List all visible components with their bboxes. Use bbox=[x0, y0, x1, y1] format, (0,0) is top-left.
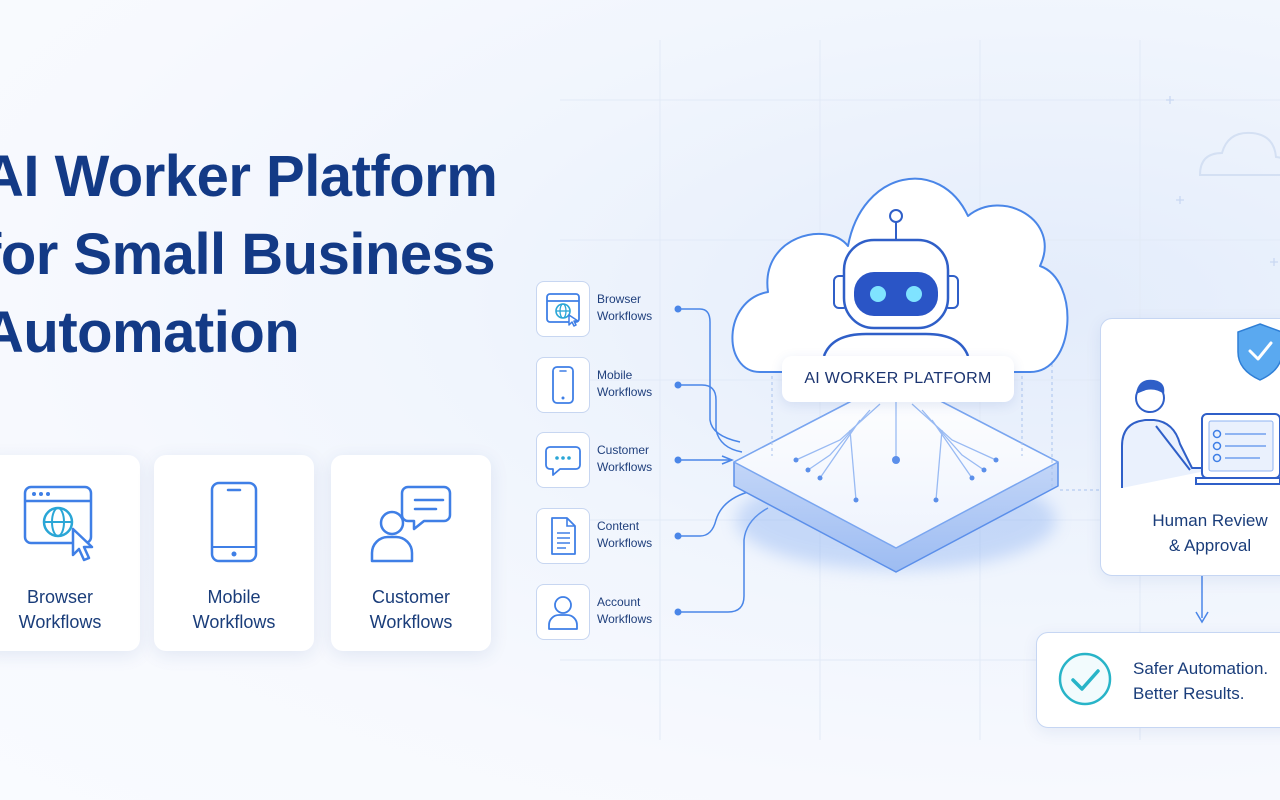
document-icon bbox=[551, 517, 576, 555]
headline-line-3: Automation bbox=[0, 300, 300, 365]
smartphone-icon bbox=[210, 481, 258, 563]
headline: AI Worker Platform for Small Business Au… bbox=[0, 138, 622, 372]
platform-label: AI WORKER PLATFORM bbox=[782, 356, 1014, 402]
robot-icon bbox=[822, 209, 970, 357]
smartphone-icon bbox=[552, 366, 574, 404]
chat-bubble-icon bbox=[545, 446, 581, 476]
checkmark-circle-icon bbox=[1058, 652, 1112, 706]
person-laptop-icon bbox=[1121, 323, 1280, 488]
user-icon bbox=[548, 596, 578, 630]
customer-chat-icon bbox=[370, 485, 452, 563]
headline-line-1: AI Worker Platform bbox=[0, 144, 498, 209]
shield-check-icon bbox=[1237, 323, 1280, 381]
browser-globe-icon bbox=[546, 293, 580, 327]
browser-globe-icon bbox=[23, 485, 94, 562]
small-cloud-icon bbox=[1198, 131, 1280, 176]
headline-line-2: for Small Business bbox=[0, 222, 496, 287]
review-label: Human Review& Approval bbox=[1152, 511, 1268, 555]
result-label: Safer Automation.Better Results. bbox=[1133, 659, 1269, 703]
